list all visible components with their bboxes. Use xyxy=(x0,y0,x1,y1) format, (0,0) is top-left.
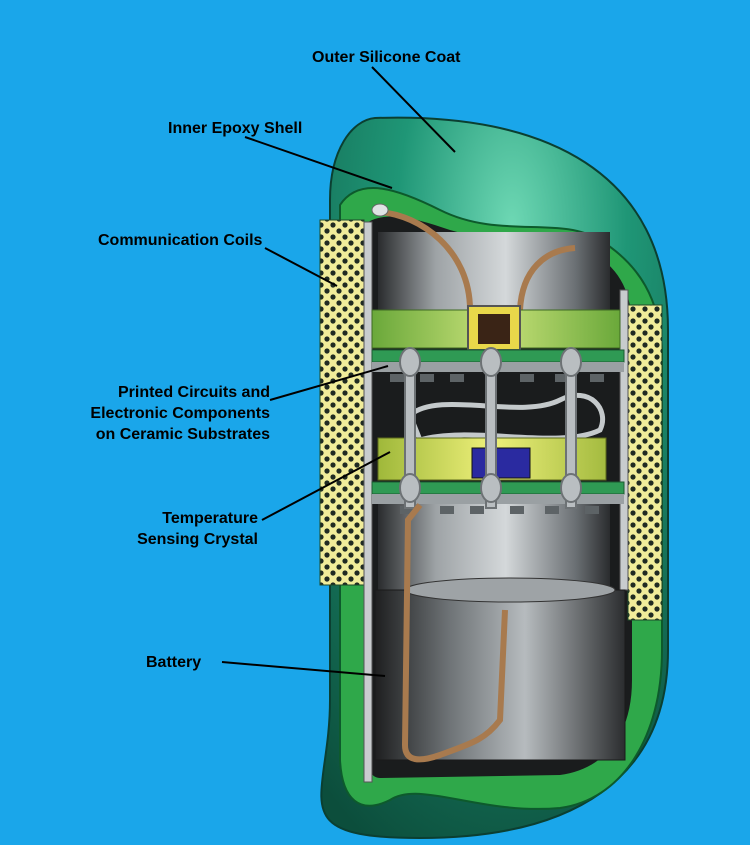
coil-wire-left xyxy=(379,209,473,311)
label-text: Sensing Crystal xyxy=(137,531,258,548)
battery-top xyxy=(404,577,616,603)
label-text: Communication Coils xyxy=(98,232,263,249)
label-text: Temperature xyxy=(162,510,258,527)
label-communication-coils: Communication Coils xyxy=(98,230,262,251)
label-text: Battery xyxy=(146,654,202,671)
frame-rod-left xyxy=(363,221,373,783)
board-2-components xyxy=(400,506,599,514)
standoff-posts xyxy=(399,347,582,509)
label-outer-silicone-coat: Outer Silicone Coat xyxy=(312,47,460,68)
leader-lines xyxy=(221,66,456,677)
coil-wire-right xyxy=(517,245,576,311)
band-connector-core xyxy=(478,314,510,344)
label-battery: Battery xyxy=(146,652,201,673)
label-text: Outer Silicone Coat xyxy=(312,49,461,66)
label-text: Printed Circuits and xyxy=(117,384,270,401)
label-text: Inner Epoxy Shell xyxy=(168,120,303,137)
label-printed-circuits: Printed Circuits and Electronic Componen… xyxy=(60,382,270,445)
label-text: on Ceramic Substrates xyxy=(95,426,270,443)
battery-wire xyxy=(401,503,508,763)
frame-rod-right xyxy=(619,289,629,591)
board-1-components xyxy=(390,374,604,382)
communication-coil-right xyxy=(627,304,663,621)
wire-terminal xyxy=(371,203,389,217)
label-temperature-sensing-crystal: Temperature Sensing Crystal xyxy=(110,508,258,550)
upper-cylinder xyxy=(378,232,610,312)
label-inner-epoxy-shell: Inner Epoxy Shell xyxy=(168,118,302,139)
communication-coil-left xyxy=(319,219,365,586)
crystal-chip xyxy=(471,447,531,479)
label-text: Electronic Components xyxy=(90,405,270,422)
